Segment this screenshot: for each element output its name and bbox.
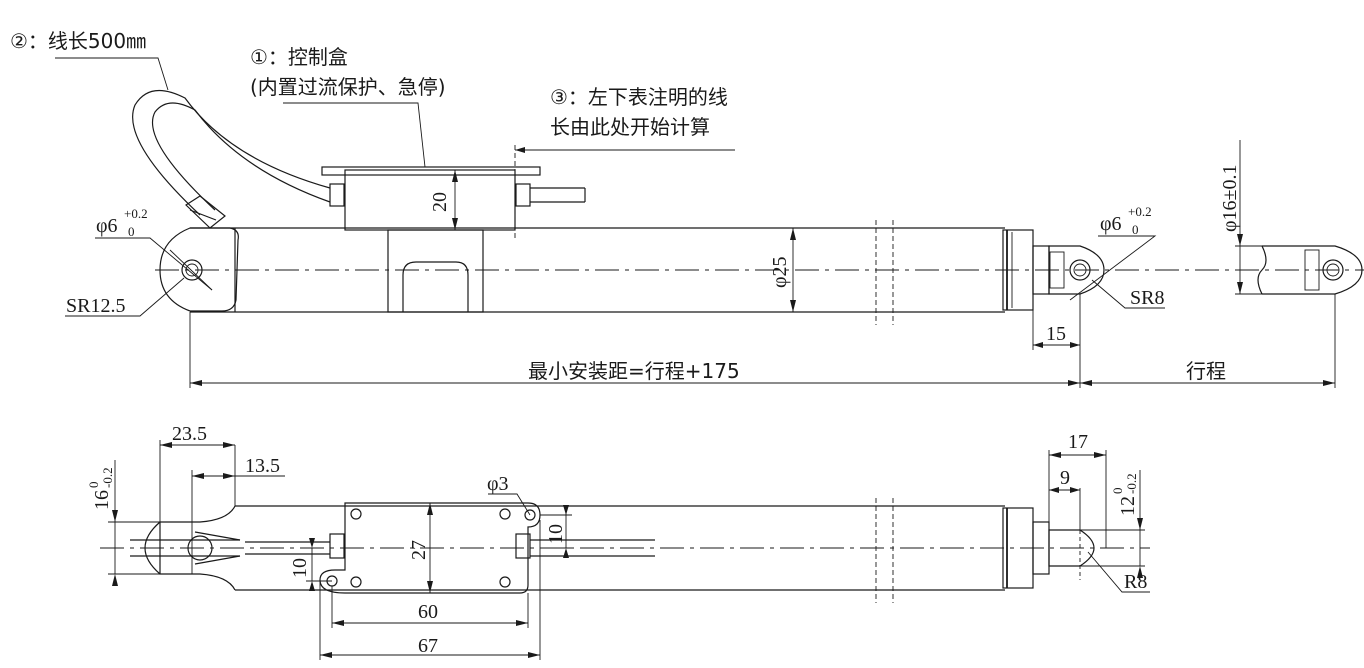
rear-clevis-width-tol-lower: -0.2	[100, 467, 115, 488]
front-radius-bottom-dim: R8	[1124, 571, 1147, 593]
rear-clevis-width-tol-upper: 0	[86, 482, 101, 489]
rear-clevis-width-dim: 16	[91, 490, 113, 510]
rear-clevis	[159, 227, 239, 312]
front-hole-tol-lower: 0	[1132, 222, 1139, 237]
front-radius-dim: SR8	[1130, 287, 1164, 309]
bottom-control-box	[245, 502, 655, 594]
front-slot-dim: 9	[1060, 467, 1070, 489]
mount-offset-dim: 10	[545, 524, 567, 544]
rear-hole-tol-upper: +0.2	[124, 206, 148, 221]
front-width-tol-upper: 0	[1110, 488, 1125, 495]
rod-diameter-dim: φ16±0.1	[1219, 164, 1241, 232]
min-install-dim: 最小安装距=行程+175	[528, 359, 740, 383]
bottom-view: 23.5 13.5 16 0 -0.2 φ3 27 10 10 60 67 17…	[86, 423, 1150, 660]
cable	[132, 89, 331, 229]
hole-spacing-dim: 60	[418, 601, 438, 623]
front-hole-dim: φ6	[1100, 213, 1122, 235]
box-length-dim: 67	[418, 635, 438, 657]
rod-end	[1048, 245, 1105, 295]
cable-origin-note-detail: 长由此处开始计算	[550, 115, 710, 139]
front-hole-tol-upper: +0.2	[1128, 204, 1152, 219]
cable-length-note: ②：线长500㎜	[10, 29, 146, 53]
stroke-dim: 行程	[1186, 359, 1226, 383]
bottom-tube	[235, 498, 1050, 603]
top-view: ②：线长500㎜ ①：控制盒 (内置过流保护、急停) ③：左下表注明的线 长由此…	[10, 29, 1364, 388]
rear-offset-dim-2: 13.5	[245, 455, 280, 477]
control-box-note: ①：控制盒	[250, 45, 348, 69]
tube-diameter-dim: φ25	[769, 256, 791, 288]
rear-radius-dim: SR12.5	[66, 295, 125, 317]
control-box-note-detail: (内置过流保护、急停)	[250, 75, 446, 99]
front-length-dim: 17	[1068, 431, 1088, 453]
detached-rod-end	[1257, 245, 1363, 295]
bottom-rod-end	[1048, 529, 1095, 580]
rear-hole-tol-lower: 0	[128, 224, 135, 239]
box-width-dim: 27	[408, 540, 430, 560]
rod-end-length-dim: 15	[1046, 323, 1066, 345]
front-width-tol-lower: -0.2	[1124, 473, 1139, 494]
front-width-dim: 12	[1117, 496, 1139, 516]
bottom-rear-clevis	[130, 505, 241, 591]
rear-hole-dim: φ6	[96, 215, 118, 237]
control-box	[321, 166, 586, 313]
actuator-tube	[190, 220, 1050, 325]
rear-offset-dim-1: 23.5	[172, 423, 207, 445]
cable-offset-dim: 10	[289, 558, 311, 578]
mount-hole-dim: φ3	[487, 473, 509, 495]
cable-origin-note: ③：左下表注明的线	[550, 85, 728, 109]
box-height-dim: 20	[429, 192, 451, 212]
